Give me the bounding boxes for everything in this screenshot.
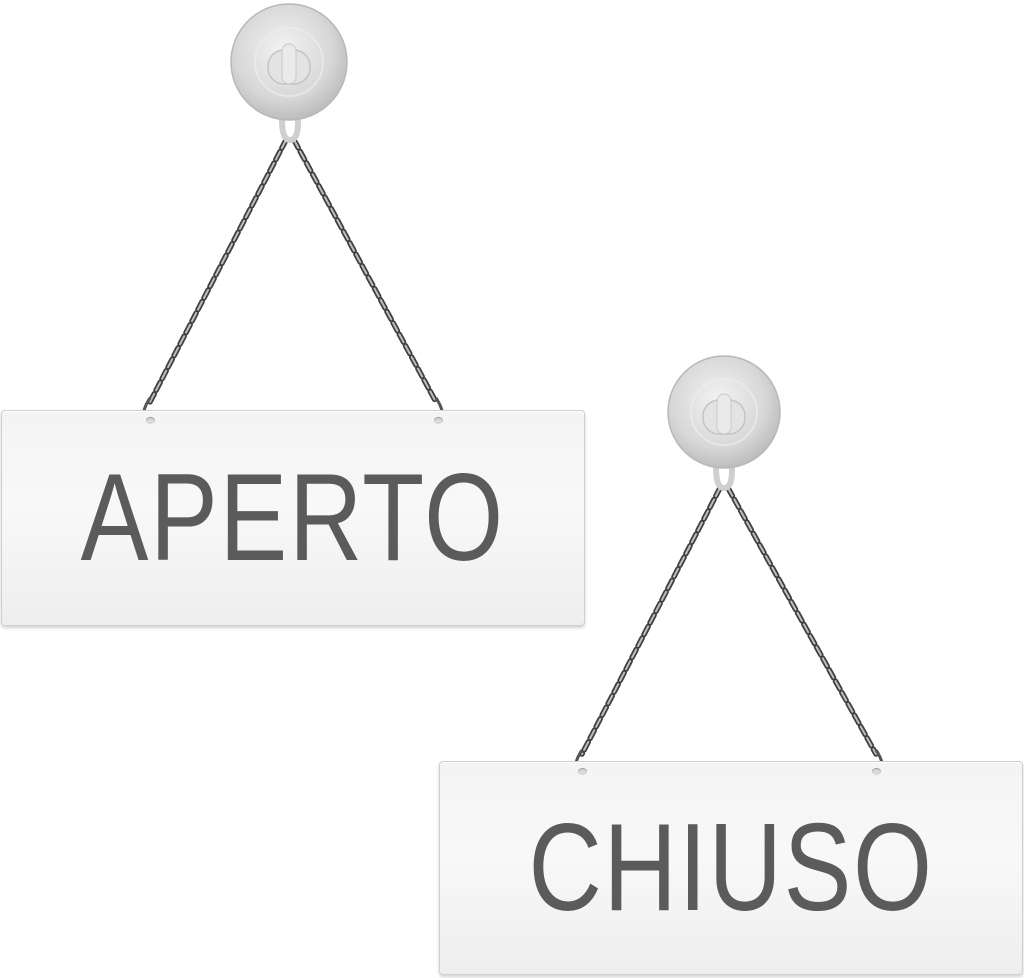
chain-icon — [574, 485, 884, 771]
plate-hole — [434, 417, 443, 424]
sign-label: CHIUSO — [528, 799, 934, 937]
sign-aperto: APERTO — [0, 0, 590, 632]
sign-plate: CHIUSO — [439, 761, 1023, 975]
suction-cup-icon — [667, 355, 781, 469]
plate-hole — [146, 417, 155, 424]
sign-label: APERTO — [80, 449, 506, 587]
plate-hole — [872, 768, 881, 775]
hook-icon — [713, 437, 735, 492]
sign-chiuso: CHIUSO — [436, 350, 1024, 978]
chain-icon — [142, 137, 444, 419]
sign-plate: APERTO — [1, 410, 585, 626]
hanging-hardware — [142, 3, 444, 419]
plate-hole — [578, 768, 587, 775]
hook-icon — [279, 87, 301, 144]
suction-cup-icon — [230, 3, 348, 121]
hanging-hardware — [574, 355, 884, 771]
